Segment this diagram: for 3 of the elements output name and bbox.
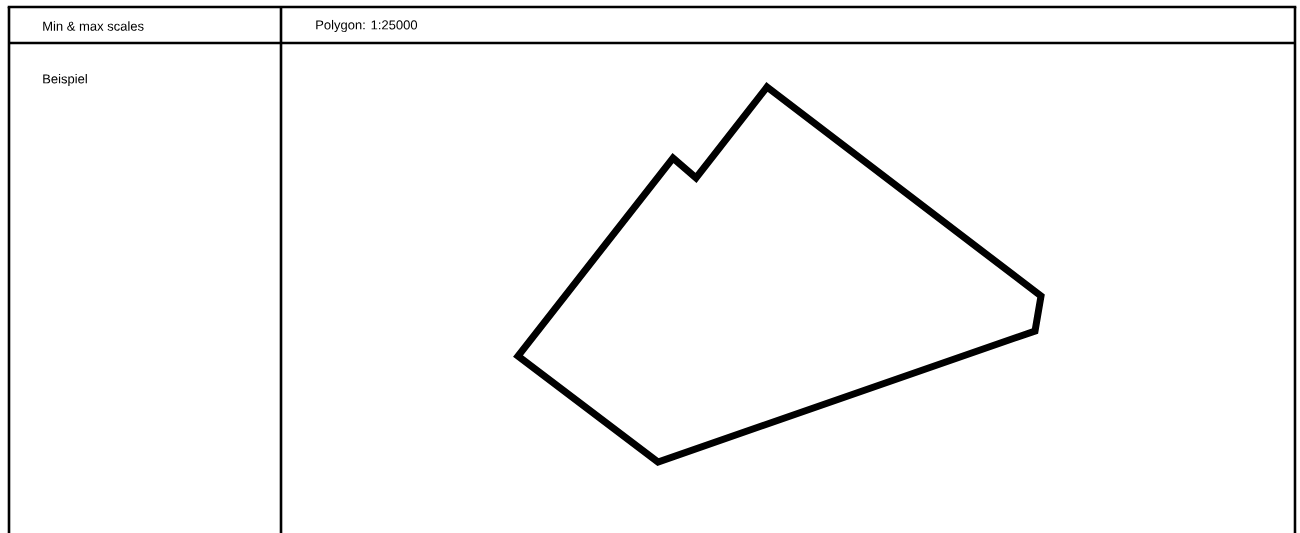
cell-value: Polygon: 1:25000 — [316, 19, 418, 33]
row-header: Min & max scales — [43, 21, 144, 31]
row-header: Beispiel — [43, 73, 87, 87]
